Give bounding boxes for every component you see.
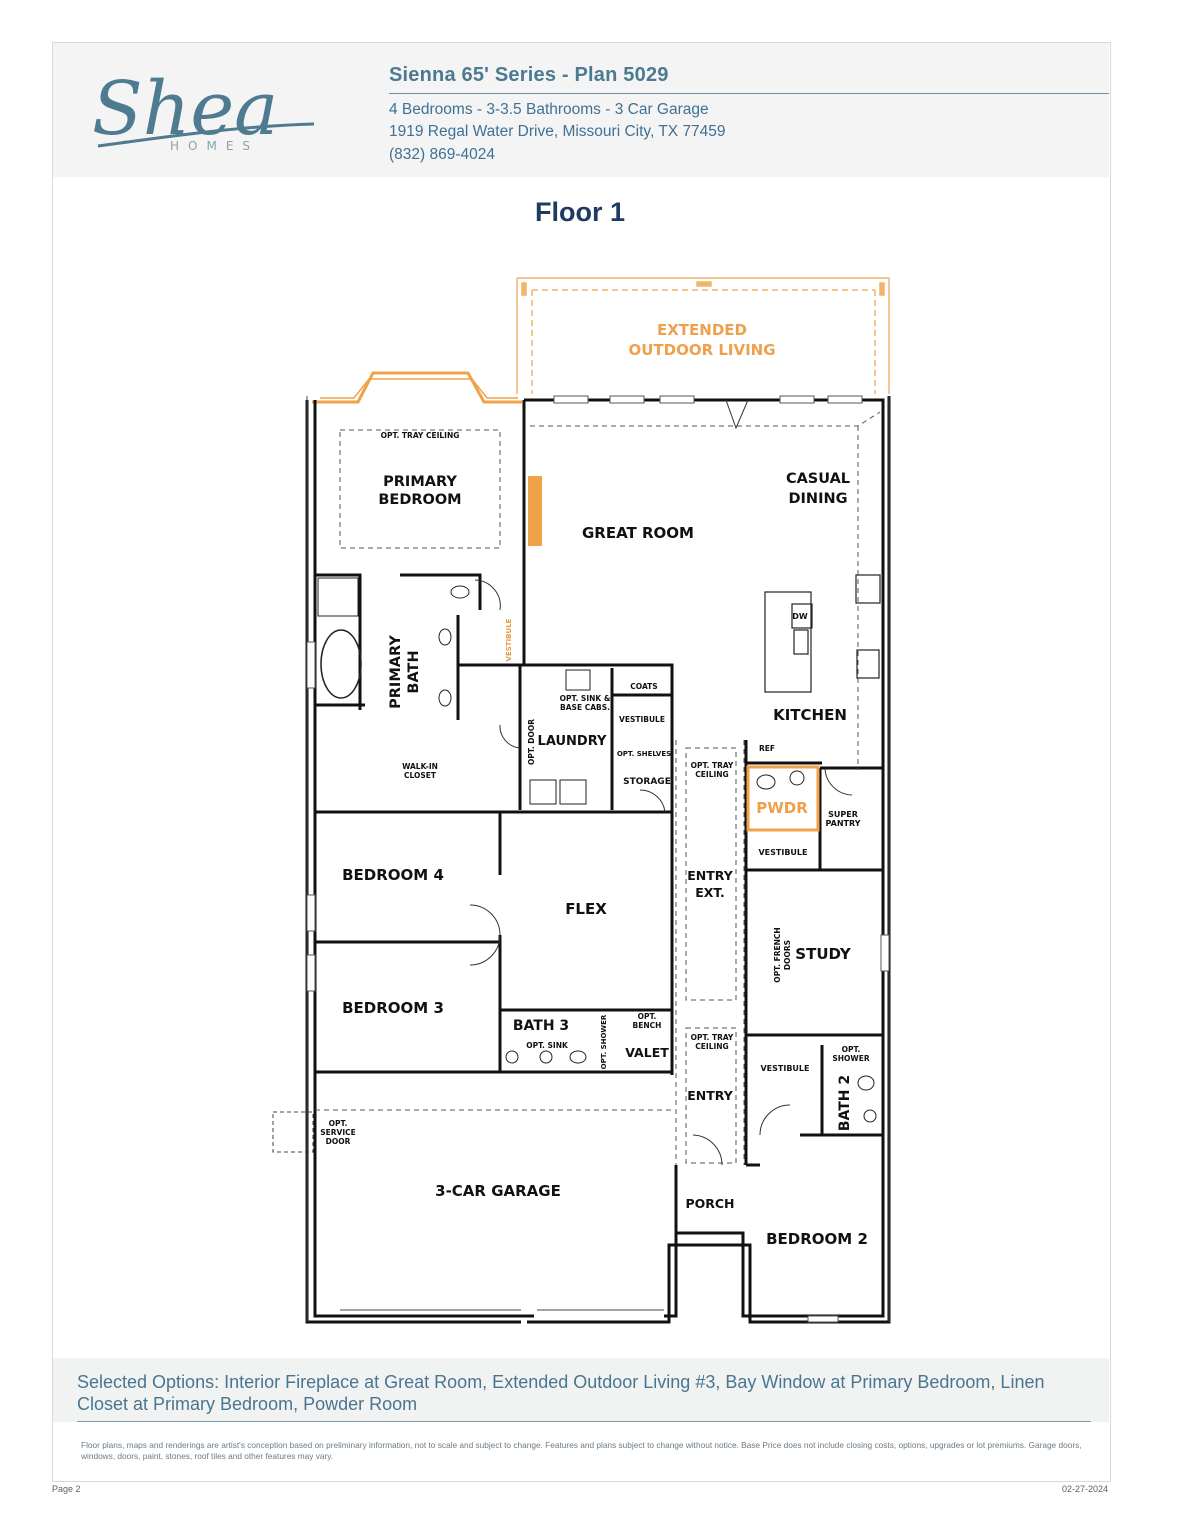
header-rule [389, 93, 1109, 94]
label-porch: PORCH [685, 1196, 734, 1211]
label-sink-1: OPT. SINK & [560, 694, 611, 703]
label-super-1: SUPER [828, 810, 858, 819]
bay-window [312, 371, 522, 404]
label-bench-2: BENCH [633, 1021, 662, 1030]
label-kitchen: KITCHEN [773, 706, 847, 724]
label-opt-shower-2: SHOWER [832, 1054, 869, 1063]
label-opt-door: OPT. DOOR [527, 719, 536, 765]
selected-options: Selected Options: Interior Fireplace at … [77, 1372, 1045, 1414]
fireplace [528, 476, 542, 546]
label-vestibule-vertical: VESTIBULE [505, 618, 513, 661]
label-walkin-2: CLOSET [404, 771, 437, 780]
powder-room-highlight [746, 765, 820, 832]
plan-address: 1919 Regal Water Drive, Missouri City, T… [389, 123, 726, 140]
label-ref: REF [759, 744, 775, 753]
label-tray-entry-2: CEILING [695, 770, 728, 779]
label-flex: FLEX [565, 900, 607, 918]
door-swings [469, 399, 853, 1166]
floor-title: Floor 1 [534, 197, 625, 227]
label-dw: DW [792, 612, 808, 621]
label-bench-1: OPT. [638, 1012, 657, 1021]
logo-sub: HOMES [170, 139, 259, 153]
plan-phone: (832) 869-4024 [389, 146, 495, 163]
label-valet: VALET [625, 1045, 669, 1060]
label-service-1: OPT. [329, 1119, 348, 1128]
label-bath-3: BATH 3 [513, 1018, 569, 1034]
label-primary-bedroom-2: BEDROOM [378, 492, 461, 508]
label-tray-primary: OPT. TRAY CEILING [381, 431, 460, 440]
label-opt-shower-1: OPT. [842, 1045, 861, 1054]
label-great-room: GREAT ROOM [582, 524, 694, 542]
interior-walls [315, 400, 883, 1233]
label-laundry: LAUNDRY [538, 734, 607, 749]
label-walkin-1: WALK-IN [402, 762, 438, 771]
shea-homes-logo: Shea HOMES [92, 66, 315, 153]
label-vestibule-pwdr: VESTIBULE [758, 848, 807, 857]
bathtub [320, 629, 362, 699]
label-garage: 3-CAR GARAGE [435, 1182, 561, 1200]
disclaimer: Floor plans, maps and renderings are art… [81, 1440, 1082, 1461]
plan-title: Sienna 65' Series - Plan 5029 [389, 64, 669, 86]
label-service-2: SERVICE [320, 1128, 356, 1137]
label-bedroom-2: BEDROOM 2 [766, 1230, 868, 1248]
label-french-2: DOORS [783, 940, 792, 970]
label-sink-2: BASE CABS. [560, 703, 610, 712]
label-opt-sink: OPT. SINK [526, 1041, 569, 1050]
label-storage: STORAGE [623, 777, 671, 787]
label-bath-2: BATH 2 [837, 1075, 853, 1131]
label-bedroom-4: BEDROOM 4 [342, 866, 444, 884]
label-tray-entry-1: OPT. TRAY [691, 761, 734, 770]
shower [317, 577, 359, 617]
label-french-1: OPT. FRENCH [773, 927, 782, 982]
label-entry-ext-2: EXT. [695, 885, 725, 900]
plan-specs: 4 Bedrooms - 3-3.5 Bathrooms - 3 Car Gar… [389, 101, 709, 118]
label-casual-2: DINING [789, 491, 848, 507]
document-date: 02-27-2024 [1061, 1484, 1108, 1494]
label-ext-outdoor-2: OUTDOOR LIVING [628, 341, 775, 359]
label-vestibule-bath2: VESTIBULE [760, 1064, 809, 1073]
kitchen-island [764, 574, 881, 693]
page-frame [52, 42, 1111, 1482]
label-primary-bath-2: BATH [406, 650, 422, 693]
footer-rule [77, 1421, 1091, 1422]
label-ext-outdoor-1: EXTENDED [657, 321, 747, 339]
logo-wordmark: Shea [92, 66, 278, 152]
service-door [272, 1111, 314, 1153]
label-casual-1: CASUAL [786, 471, 850, 487]
header-band [53, 43, 1109, 177]
label-coats: COATS [630, 682, 657, 691]
label-bedroom-3: BEDROOM 3 [342, 999, 444, 1017]
dashed-lines [315, 411, 881, 1165]
label-entry-ext-1: ENTRY [687, 868, 733, 883]
label-vestibule-laundry: VESTIBULE [619, 715, 665, 724]
label-entry: ENTRY [687, 1088, 733, 1103]
windows [306, 395, 890, 1323]
page-number: Page 2 [52, 1484, 81, 1494]
label-super-2: PANTRY [826, 819, 861, 828]
label-pwdr: PWDR [756, 799, 808, 817]
label-opt-shower-vertical: OPT. SHOWER [600, 1014, 608, 1069]
label-primary-bedroom-1: PRIMARY [383, 474, 457, 490]
fixtures [438, 585, 877, 1123]
label-tray-entry2-2: CEILING [695, 1042, 728, 1051]
label-opt-shelves: OPT. SHELVES [617, 750, 671, 758]
label-tray-entry2-1: OPT. TRAY [691, 1033, 734, 1042]
label-study: STUDY [795, 945, 852, 963]
footer-band [53, 1358, 1109, 1422]
label-service-3: DOOR [326, 1137, 351, 1146]
extended-outdoor-area [516, 277, 890, 394]
logo-swash [97, 122, 315, 148]
label-primary-bath-1: PRIMARY [388, 635, 404, 709]
outer-frame [306, 396, 890, 1322]
